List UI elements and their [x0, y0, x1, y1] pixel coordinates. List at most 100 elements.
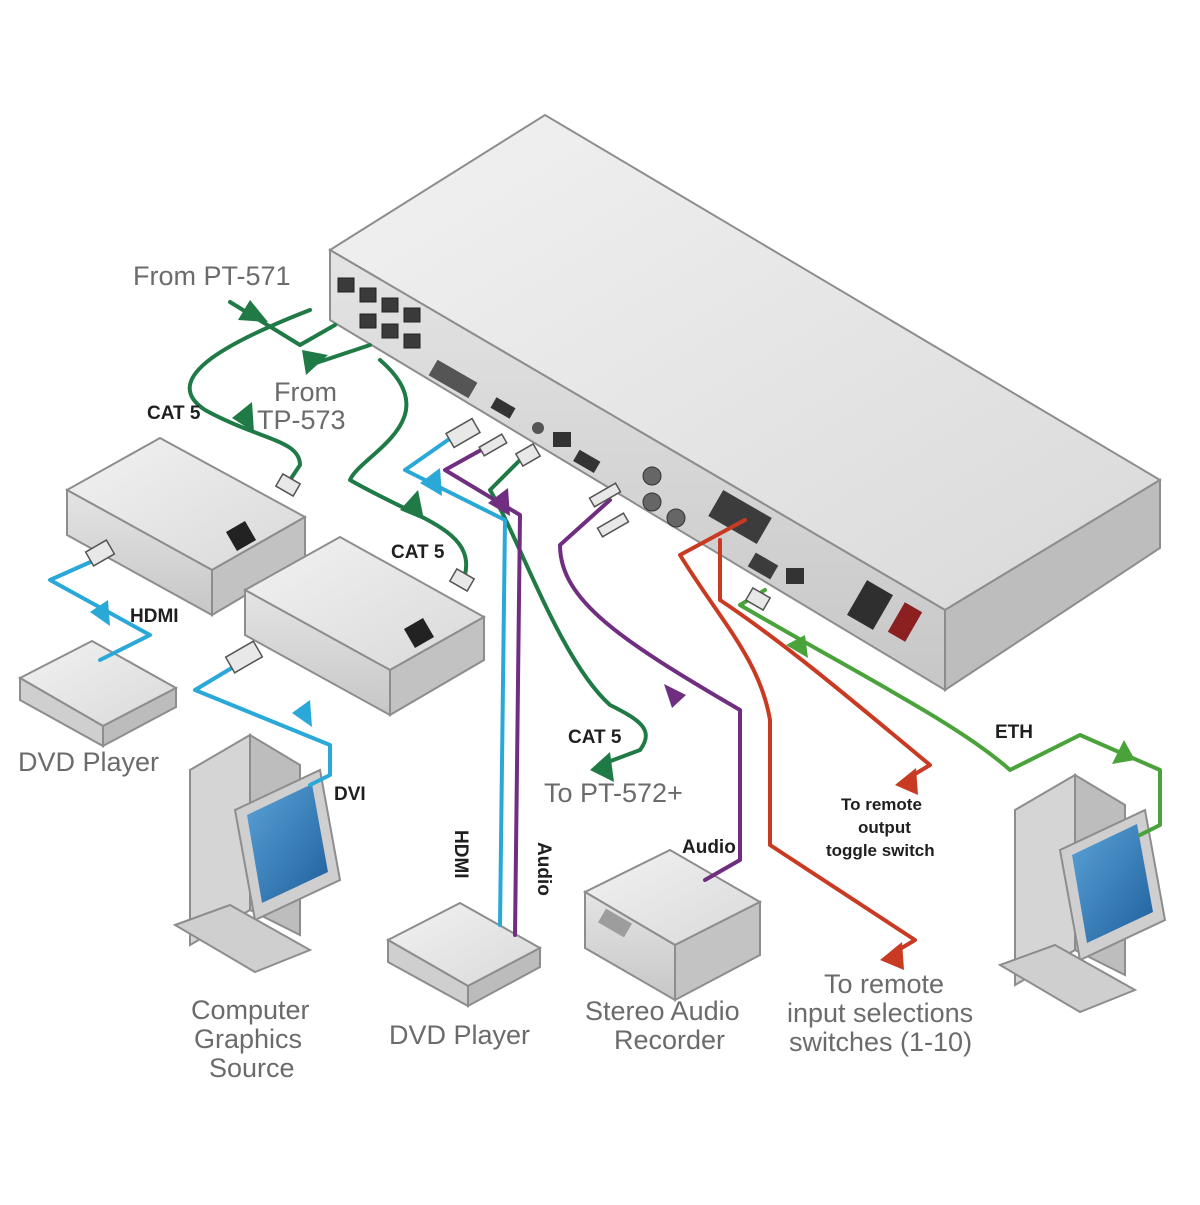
dvd-side [467, 946, 541, 1008]
cable-cat5-mid [348, 358, 469, 577]
label-remote-output-line2: output [858, 818, 911, 837]
arrow-hdmi-left [90, 600, 110, 626]
cable-cat5-bottom [488, 453, 648, 767]
recorder-side [674, 900, 761, 1002]
arrow-audio-right [664, 684, 686, 708]
label-from-pt571: From PT-571 [133, 261, 291, 291]
rca-plug [588, 482, 622, 508]
audio-plug [478, 433, 508, 457]
dvi-port [428, 359, 478, 399]
extender-logo [403, 617, 435, 649]
pc-keyboard [172, 903, 313, 974]
label-remote-output-line3: toggle switch [826, 841, 935, 860]
label-hdmi-left: HDMI [130, 606, 179, 627]
label-stereo-line2: Recorder [614, 1025, 726, 1055]
label-dvd-player-left: DVD Player [18, 747, 160, 777]
rj45-port [359, 313, 377, 329]
label-stereo-line1: Stereo Audio [585, 996, 740, 1026]
extender-side [389, 615, 485, 717]
arrowheads [90, 300, 1135, 970]
dvd-player-left [17, 639, 179, 748]
label-remote-input-line3: switches (1-10) [789, 1027, 973, 1057]
label-audio-vertical: Audio [533, 842, 554, 896]
rj45-plug [274, 472, 302, 498]
ethernet-port-local [553, 432, 571, 447]
label-remote-input-line1: To remote [824, 969, 945, 999]
rj45-port [381, 297, 399, 313]
hdmi-output-port [573, 449, 601, 474]
terminal-block [708, 490, 772, 544]
extender-logo [225, 520, 257, 552]
label-remote-output-line1: To remote [841, 795, 922, 814]
rca-jack [642, 492, 662, 512]
rj45-port-group [337, 277, 421, 349]
arrow-cat5-mid [400, 490, 424, 520]
hdmi-plug [84, 539, 116, 567]
label-cat5-mid: CAT 5 [391, 542, 445, 563]
rca-jack [666, 508, 686, 528]
main-switcher-unit [328, 113, 1162, 692]
terminal-block [747, 552, 779, 580]
rca-jack [642, 466, 662, 486]
hdmi-plug [444, 417, 482, 449]
arrow-cat5-from-tp573 [302, 350, 328, 375]
arrow-audio-bottom [488, 488, 510, 516]
arrow-remote-input [880, 942, 904, 970]
rj45-port [403, 307, 421, 323]
label-computer-line2: Graphics [194, 1024, 303, 1054]
label-audio-right: Audio [682, 837, 736, 858]
dvd-side [102, 686, 177, 748]
label-dvd-player-bottom: DVD Player [389, 1020, 531, 1050]
pc-keyboard [997, 943, 1138, 1014]
pc-monitor-screen [247, 784, 328, 903]
arrow-ethernet [1112, 740, 1135, 764]
connector-plugs [84, 417, 772, 674]
label-cat5-top: CAT 5 [147, 403, 201, 424]
audio-jack [532, 422, 544, 434]
rj45-port [359, 287, 377, 303]
label-eth: ETH [995, 722, 1033, 743]
switcher-side-panel [944, 478, 1161, 692]
stereo-audio-recorder [582, 848, 763, 1002]
dvd-player-bottom [385, 901, 543, 1008]
rj45-port [403, 333, 421, 349]
label-cat5-bottom: CAT 5 [568, 727, 622, 748]
cable-remote-input [678, 518, 917, 957]
power-switch [887, 602, 923, 642]
hdmi-port [490, 397, 516, 419]
label-to-pt572: To PT-572+ [544, 778, 683, 808]
label-computer-line3: Source [209, 1053, 295, 1083]
recorder-cassette-slot [598, 908, 632, 938]
computer-right [997, 773, 1167, 1014]
power-inlet [847, 580, 893, 630]
rj45-plug [514, 442, 542, 468]
arrow-hdmi-bottom [420, 468, 442, 496]
label-from-tp573-line2: TP-573 [257, 405, 346, 435]
cable-hdmi-bottom [403, 433, 507, 927]
label-computer-line1: Computer [191, 995, 310, 1025]
pc-monitor-screen [1072, 824, 1153, 943]
extender-box-dvi [242, 535, 487, 717]
cable-dvi [193, 658, 332, 787]
rj45-port [337, 277, 355, 293]
cable-ethernet [738, 588, 1162, 837]
dvi-plug [224, 640, 264, 674]
cable-remote-output [718, 538, 932, 782]
cable-cat5-top [187, 308, 312, 482]
arrow-dvi [292, 700, 312, 727]
label-dvi: DVI [334, 784, 366, 805]
arrow-ethernet [786, 635, 808, 658]
computer-left [172, 733, 342, 974]
arrow-cat5-bottom [590, 752, 614, 782]
rj45-plug [744, 586, 772, 612]
rca-plug [596, 512, 630, 538]
ethernet-port-control [786, 568, 804, 584]
label-from-tp573-line1: From [274, 377, 337, 407]
rj45-port [381, 323, 399, 339]
cable-audio-right [558, 498, 742, 882]
arrow-cat5-from-pt571 [238, 300, 268, 322]
arrow-remote-output [895, 768, 918, 795]
cable-group [48, 300, 1162, 957]
